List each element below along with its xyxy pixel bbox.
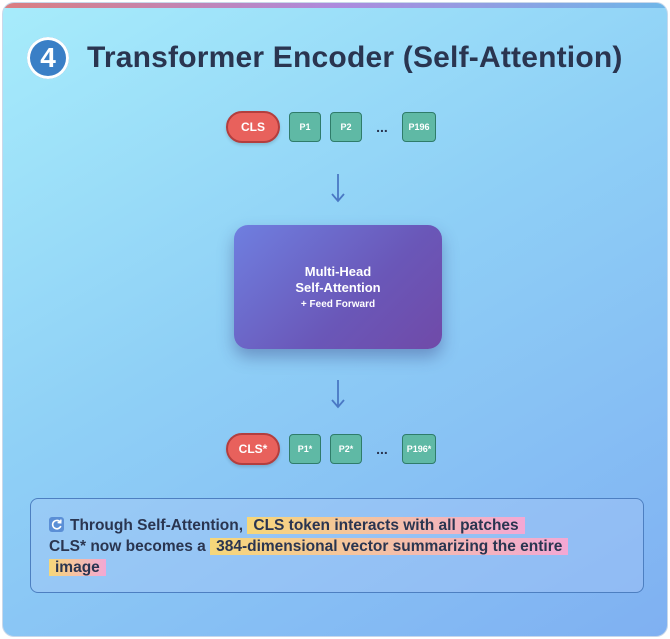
encoder-block: Multi-Head Self-Attention + Feed Forward xyxy=(234,225,442,349)
encoder-line-1: Multi-Head xyxy=(304,264,372,279)
down-arrow-icon xyxy=(331,174,345,203)
patch-token-p1-star: P1* xyxy=(289,434,321,464)
encoder-subtitle: + Feed Forward xyxy=(300,299,376,310)
down-arrow-icon xyxy=(331,380,345,409)
cls-token: CLS xyxy=(226,111,280,143)
ellipsis: ... xyxy=(376,119,388,135)
explanation-note: Through Self-Attention, CLS token intera… xyxy=(30,498,644,593)
note-line2-prefix: CLS* now becomes a xyxy=(49,538,206,555)
cls-star-token: CLS* xyxy=(226,433,280,465)
note-highlight-3: image xyxy=(49,559,106,576)
patch-token-p2-star: P2* xyxy=(330,434,362,464)
input-token-row: CLS P1 P2 ... P196 xyxy=(3,111,667,143)
note-line1-prefix: Through Self-Attention, xyxy=(70,517,244,534)
output-token-row: CLS* P1* P2* ... P196* xyxy=(3,433,667,465)
encoder-line-2: Self-Attention xyxy=(295,280,381,295)
step-number-badge: 4 xyxy=(27,37,69,79)
patch-token-p2: P2 xyxy=(330,112,362,142)
note-highlight-1: CLS token interacts with all patches xyxy=(247,517,525,534)
section-header: 4 Transformer Encoder (Self-Attention) xyxy=(27,33,623,83)
section-title: Transformer Encoder (Self-Attention) xyxy=(87,41,623,74)
patch-token-p1: P1 xyxy=(289,112,321,142)
refresh-icon xyxy=(49,517,64,532)
note-highlight-2: 384-dimensional vector summarizing the e… xyxy=(210,538,569,555)
patch-token-p196: P196 xyxy=(402,112,436,142)
ellipsis: ... xyxy=(376,441,388,457)
top-accent-strip xyxy=(3,3,667,8)
patch-token-p196-star: P196* xyxy=(402,434,436,464)
